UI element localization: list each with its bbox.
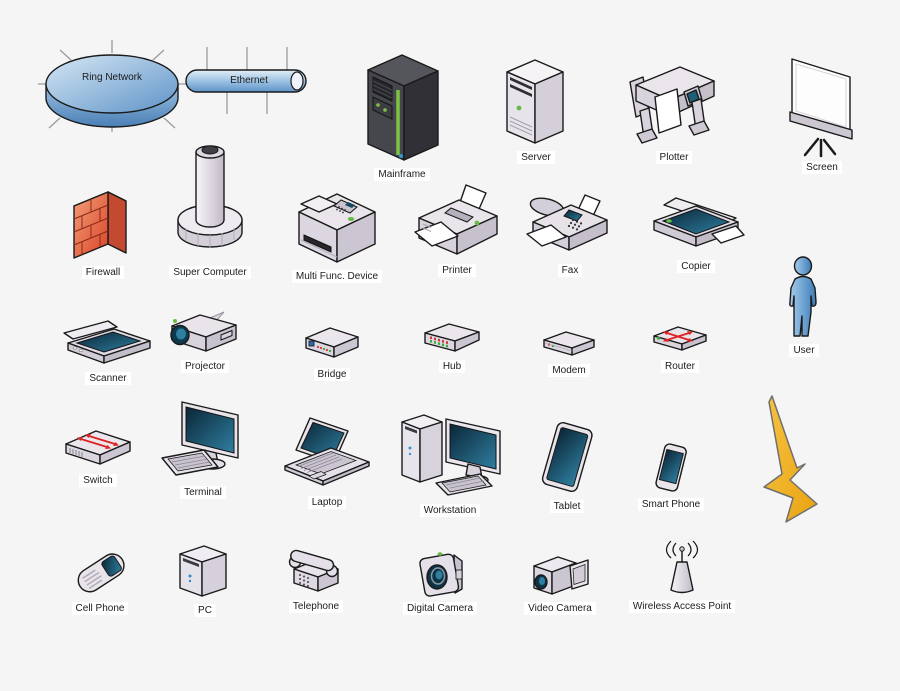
shape-ring-network[interactable]: Ring Network xyxy=(38,40,186,132)
shape-pc[interactable]: PC xyxy=(174,542,236,617)
pc-icon xyxy=(179,545,227,597)
shape-label: Digital Camera xyxy=(402,602,478,615)
shape-screen[interactable]: Screen xyxy=(788,55,856,174)
shape-hub[interactable]: Hub xyxy=(421,320,483,373)
shape-digital-camera[interactable]: Digital Camera xyxy=(402,546,478,615)
shape-label: PC xyxy=(194,604,216,617)
video-camera-icon xyxy=(533,556,589,595)
shape-fax[interactable]: Fax xyxy=(525,190,615,277)
ethernet-icon xyxy=(185,47,307,114)
shape-label: Laptop xyxy=(307,496,347,509)
shape-video-camera[interactable]: Video Camera xyxy=(524,550,596,615)
shape-label: Smart Phone xyxy=(637,498,705,511)
shape-mainframe[interactable]: Mainframe xyxy=(356,48,448,181)
shape-multi-func-device[interactable]: Multi Func. Device xyxy=(291,182,383,283)
shape-label: Multi Func. Device xyxy=(291,270,383,283)
shape-cell-phone[interactable]: Cell Phone xyxy=(64,546,136,615)
firewall-icon xyxy=(73,191,127,259)
shape-label: Terminal xyxy=(180,486,226,499)
shape-telephone[interactable]: Telephone xyxy=(284,549,348,613)
laptop-icon xyxy=(284,417,370,486)
cell-phone-icon xyxy=(77,553,125,593)
wireless-access-point-icon xyxy=(665,540,699,594)
shape-laptop[interactable]: Laptop xyxy=(283,416,371,509)
server-icon xyxy=(506,59,564,144)
shape-lightning[interactable] xyxy=(760,392,820,528)
user-icon xyxy=(789,256,817,337)
shape-label: Router xyxy=(660,360,699,373)
shape-label: Super Computer xyxy=(169,266,251,279)
shape-plotter[interactable]: Plotter xyxy=(628,55,720,164)
shape-label: Switch xyxy=(79,474,117,487)
printer-icon xyxy=(414,184,498,255)
shape-label: Telephone xyxy=(288,600,344,613)
shape-label: Modem xyxy=(548,364,590,377)
shape-projector[interactable]: Projector xyxy=(166,310,244,373)
shape-workstation[interactable]: Workstation xyxy=(396,412,504,517)
smart-phone-icon xyxy=(655,443,687,492)
scanner-icon xyxy=(63,320,151,364)
shape-wireless-access-point[interactable]: Wireless Access Point xyxy=(628,540,736,613)
fax-icon xyxy=(526,194,608,251)
modem-icon xyxy=(543,331,595,356)
shape-user[interactable]: User xyxy=(782,256,826,357)
telephone-icon xyxy=(288,549,339,592)
shape-label: Ring Network xyxy=(81,72,143,83)
mainframe-icon xyxy=(367,54,439,161)
shape-label: Projector xyxy=(180,360,229,373)
plotter-icon xyxy=(629,66,715,144)
shape-label: Copier xyxy=(677,260,715,273)
ring-network-icon xyxy=(38,40,186,132)
shape-label: Plotter xyxy=(655,151,693,164)
workstation-icon xyxy=(401,414,501,496)
tablet-icon xyxy=(541,422,593,493)
shape-label: Tablet xyxy=(549,500,585,513)
multi-function-device-icon xyxy=(298,193,376,263)
shape-label: Workstation xyxy=(419,504,481,517)
shape-printer[interactable]: Printer xyxy=(413,182,501,277)
shape-switch[interactable]: Switch xyxy=(62,426,134,487)
shape-label: Scanner xyxy=(85,372,131,385)
shape-terminal[interactable]: Terminal xyxy=(160,400,246,499)
super-computer-icon xyxy=(177,145,243,248)
shape-scanner[interactable]: Scanner xyxy=(62,320,154,385)
projection-screen-icon xyxy=(789,58,853,158)
shape-firewall[interactable]: Firewall xyxy=(70,186,136,279)
lightning-bolt-icon xyxy=(763,395,818,523)
shape-label: Cell Phone xyxy=(71,602,129,615)
shape-bridge[interactable]: Bridge xyxy=(302,324,362,381)
shape-super-computer[interactable]: Super Computer xyxy=(169,140,251,279)
shape-label: Hub xyxy=(438,360,466,373)
shape-ethernet[interactable]: Ethernet xyxy=(183,45,315,115)
shape-label: Video Camera xyxy=(524,602,596,615)
shape-label: Printer xyxy=(438,264,476,277)
shape-label: Fax xyxy=(557,264,583,277)
shape-label: Bridge xyxy=(313,368,351,381)
shape-label: Firewall xyxy=(81,266,125,279)
shape-tablet[interactable]: Tablet xyxy=(540,420,594,513)
shape-server[interactable]: Server xyxy=(498,55,574,164)
shape-copier[interactable]: Copier xyxy=(648,196,745,273)
shape-router[interactable]: Router xyxy=(650,324,710,373)
projector-icon xyxy=(170,311,237,352)
shape-label: Server xyxy=(517,151,555,164)
terminal-icon xyxy=(161,401,239,476)
shape-label: Mainframe xyxy=(374,168,430,181)
shape-label: Screen xyxy=(802,161,842,174)
shape-modem[interactable]: Modem xyxy=(540,328,598,377)
digital-camera-icon xyxy=(419,552,463,597)
bridge-icon xyxy=(305,327,359,358)
router-icon xyxy=(653,326,707,351)
shape-smart-phone[interactable]: Smart Phone xyxy=(637,442,705,511)
hub-icon xyxy=(424,323,480,352)
shape-label: Ethernet xyxy=(230,75,268,86)
copier-icon xyxy=(653,197,745,247)
shape-label: Wireless Access Point xyxy=(628,600,736,613)
shape-label: User xyxy=(789,344,819,357)
switch-icon xyxy=(65,430,131,465)
